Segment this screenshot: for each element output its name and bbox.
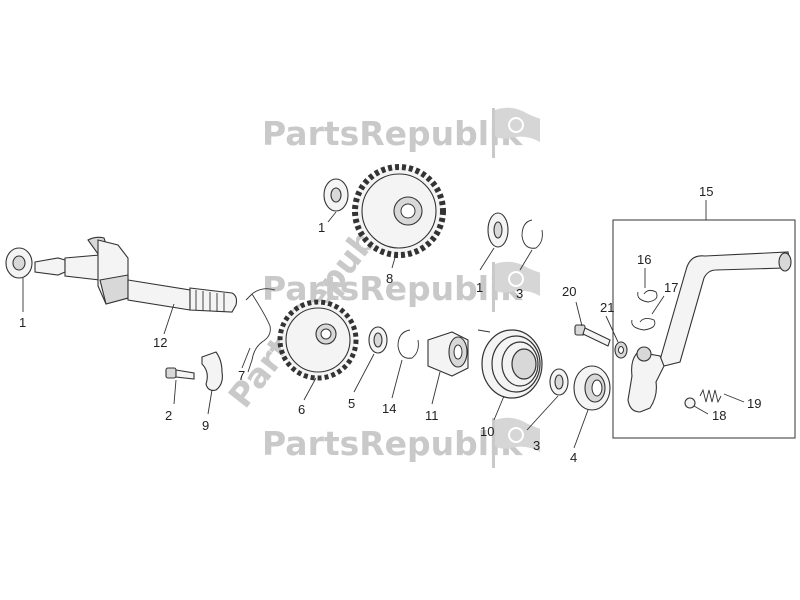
part-clip-3-upper	[521, 219, 543, 249]
callout-11: 11	[425, 408, 439, 423]
flag-icon	[495, 417, 541, 452]
part-seal-4	[573, 365, 611, 411]
watermark-middle: PartsRepublik	[262, 261, 541, 312]
part-gear-8	[352, 164, 446, 258]
part-kickstart-shaft-12	[34, 236, 238, 313]
callout-5: 5	[348, 396, 355, 411]
flag-icon	[495, 261, 541, 296]
callout-3-upper: 3	[516, 286, 523, 301]
callout-8: 8	[386, 271, 393, 286]
part-screw-2	[165, 367, 195, 380]
gear-icon	[508, 117, 524, 133]
callout-1-left: 1	[19, 315, 26, 330]
part-spring-wire-7	[245, 288, 276, 373]
watermark-top: PartsRepublik	[262, 107, 541, 158]
part-coil-spring-10	[477, 329, 543, 399]
part-spring-19	[699, 388, 722, 404]
gear-icon	[508, 271, 524, 287]
part-clip-16	[637, 289, 658, 303]
callout-12: 12	[153, 335, 167, 350]
gear-icon	[508, 427, 524, 443]
watermark-text: PartsRepublik	[262, 269, 523, 308]
callout-18: 18	[712, 408, 726, 423]
part-nut-21	[614, 341, 628, 359]
part-pawl-9	[201, 351, 223, 391]
flag-icon	[495, 107, 541, 142]
part-washer-1-right	[487, 212, 509, 248]
watermark-text: PartsRepublik	[262, 424, 523, 463]
callout-6: 6	[298, 402, 305, 417]
callout-7: 7	[238, 368, 245, 383]
part-kick-lever-15	[627, 251, 792, 413]
part-washer-5	[368, 326, 388, 354]
part-clip-17	[631, 317, 656, 331]
callout-labels: 1 1 1 2 3 3 4 5 6 7 8 9 10 11 12 14 15 1…	[19, 184, 761, 465]
part-washer-3-lower	[549, 368, 569, 396]
part-washer-1-left	[5, 247, 33, 279]
part-gear-6	[277, 299, 359, 381]
watermark-text: PartsRepublik	[262, 114, 523, 153]
callout-9: 9	[202, 418, 209, 433]
part-ball-18	[684, 397, 696, 409]
part-bolt-20	[574, 324, 611, 347]
kick-lever-group-box	[612, 219, 796, 439]
part-circlip-14	[397, 329, 419, 359]
callout-15: 15	[699, 184, 713, 199]
watermark-bottom: PartsRepublik	[262, 417, 541, 468]
callout-20: 20	[562, 284, 576, 299]
callout-1-right: 1	[476, 280, 483, 295]
callout-10: 10	[480, 424, 494, 439]
callout-21: 21	[600, 300, 614, 315]
callout-2: 2	[165, 408, 172, 423]
callout-14: 14	[382, 401, 396, 416]
callout-1-upper: 1	[318, 220, 325, 235]
leader-lines	[22, 200, 745, 449]
callout-16: 16	[637, 252, 651, 267]
callout-19: 19	[747, 396, 761, 411]
part-washer-1-upper	[323, 178, 349, 212]
callout-3-lower: 3	[533, 438, 540, 453]
callout-17: 17	[664, 280, 678, 295]
callout-4: 4	[570, 450, 577, 465]
part-bushing-11	[427, 331, 469, 377]
